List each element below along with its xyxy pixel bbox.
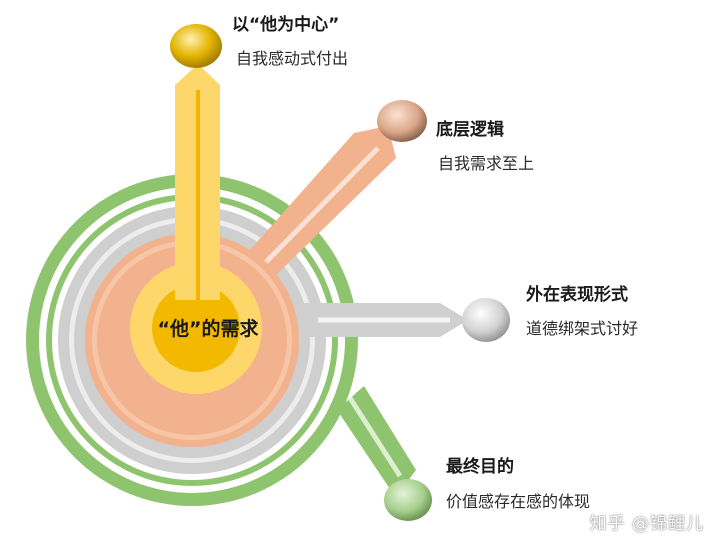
- ball-upper-right: [377, 100, 427, 142]
- ball-lower-right: [384, 479, 432, 521]
- branch-right-title: 外在表现形式: [526, 285, 628, 305]
- branch-top-title: 以“他为中心”: [232, 15, 340, 35]
- watermark: 知乎 @锦鲤儿: [589, 514, 704, 534]
- branch-upper-right-desc: 自我需求至上: [438, 154, 535, 173]
- ball-top: [170, 24, 222, 68]
- branch-top-desc: 自我感动式付出: [236, 49, 349, 68]
- branch-lower-right-title: 最终目的: [446, 457, 514, 477]
- disc-core: [152, 284, 240, 372]
- arm-lower-right: [337, 386, 416, 492]
- arm-top: [175, 64, 220, 300]
- center-label: “他”的需求: [157, 318, 259, 340]
- branch-upper-right-title: 底层逻辑: [436, 120, 504, 140]
- branch-right-desc: 道德绑架式讨好: [526, 319, 639, 338]
- arm-upper-right: [250, 126, 396, 275]
- arm-right: [300, 303, 468, 337]
- branch-lower-right-desc: 价值感存在感的体现: [446, 492, 591, 511]
- ball-right: [462, 298, 510, 342]
